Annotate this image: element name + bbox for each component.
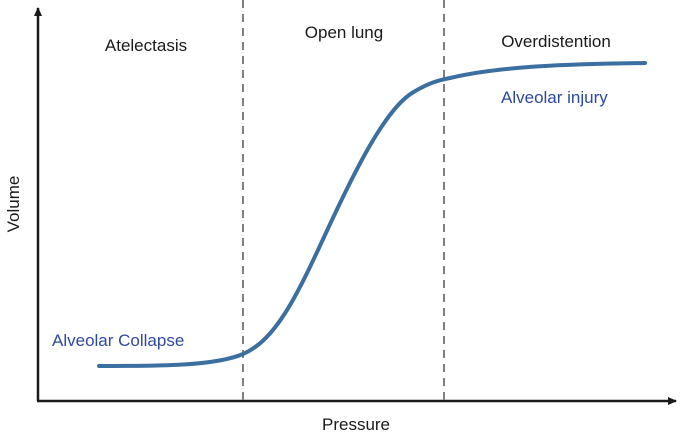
region-label-open-lung: Open lung [305, 23, 383, 42]
x-axis-label: Pressure [322, 415, 390, 434]
annotation-alveolar-injury: Alveolar injury [501, 88, 608, 107]
pressure-volume-curve [97, 61, 647, 368]
region-label-atelectasis: Atelectasis [105, 36, 187, 55]
y-axis-label: Volume [4, 176, 23, 233]
region-label-overdistention: Overdistention [501, 32, 611, 51]
annotation-alveolar-collapse: Alveolar Collapse [52, 331, 184, 350]
